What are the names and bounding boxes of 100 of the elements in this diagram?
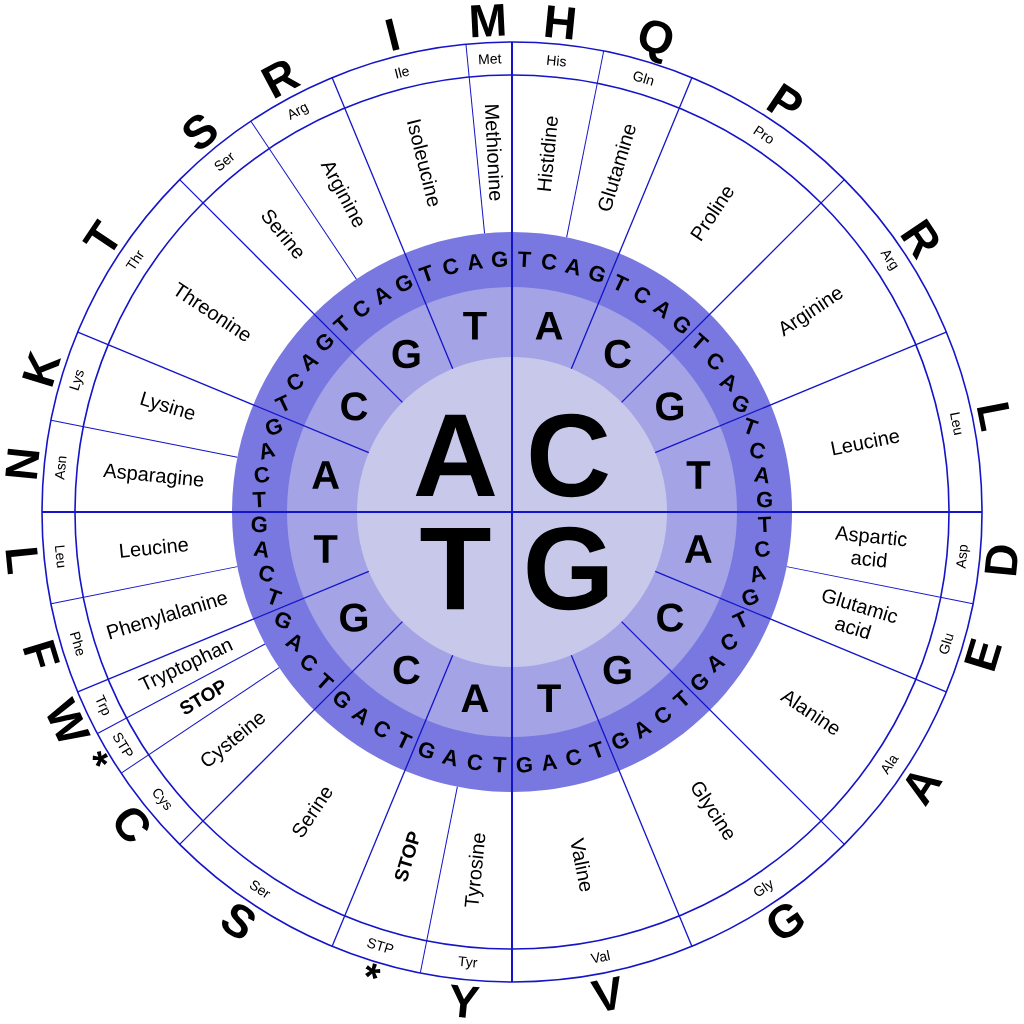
third-base-letter: C	[721, 633, 738, 650]
one-letter-code: K	[22, 350, 62, 387]
third-base-letter: G	[251, 516, 267, 533]
amino-acid-abbreviation: Lys	[69, 370, 84, 391]
one-letter-code: L	[976, 402, 1010, 432]
second-base-letter: C	[341, 392, 368, 421]
third-base-letter: C	[467, 754, 483, 771]
amino-acid-abbreviation: Glu	[939, 633, 954, 654]
second-base-letter: G	[392, 339, 420, 369]
third-base-letter: G	[673, 316, 691, 334]
amino-acid-abbreviation: Met	[479, 54, 502, 65]
third-base-letter: A	[302, 354, 320, 372]
amino-acid-abbreviation: Phe	[69, 631, 84, 656]
third-base-letter: G	[589, 265, 605, 282]
one-letter-code: S	[222, 904, 255, 939]
first-base-letter: A	[415, 414, 495, 496]
second-base-letter: A	[312, 461, 340, 489]
one-letter-code: Y	[450, 984, 480, 1018]
amino-acid-abbreviation: Ser	[214, 152, 234, 171]
third-base-letter: G	[491, 251, 508, 268]
second-base-letter: A	[535, 311, 563, 340]
one-letter-code: N	[5, 448, 40, 479]
amino-acid-abbreviation: Gln	[633, 71, 654, 86]
amino-acid-abbreviation: Ala	[881, 755, 899, 776]
second-base-letter: G	[603, 655, 631, 685]
second-base-letter: T	[463, 311, 487, 340]
third-base-letter: T	[693, 332, 710, 349]
one-letter-code: W	[47, 696, 91, 742]
third-base-letter: C	[755, 541, 771, 557]
third-base-letter: T	[588, 740, 602, 758]
third-base-letter: G	[418, 742, 435, 759]
one-letter-code: M	[471, 3, 505, 38]
third-base-letter: A	[752, 565, 767, 583]
third-base-letter: T	[493, 756, 507, 773]
one-letter-code: R	[900, 218, 939, 261]
third-base-letter: A	[350, 708, 368, 726]
amino-acid-name: Aspartic acid	[834, 526, 907, 568]
amino-acid-name: Tyrosine	[464, 833, 486, 907]
one-letter-code: *	[92, 751, 109, 767]
third-base-letter: T	[731, 610, 746, 628]
third-base-letter: A	[261, 442, 276, 460]
third-base-letter: C	[655, 706, 671, 723]
second-base-letter: C	[393, 655, 420, 685]
third-base-letter: T	[252, 491, 266, 508]
third-base-letter: G	[395, 275, 413, 292]
third-base-letter: T	[745, 417, 759, 435]
one-letter-code: D	[984, 545, 1018, 576]
one-letter-code: I	[385, 18, 400, 51]
second-base-letter: G	[340, 603, 368, 632]
third-base-letter: C	[254, 466, 270, 483]
third-base-letter: C	[374, 721, 391, 738]
first-base-letter: G	[527, 526, 608, 611]
one-letter-code: S	[183, 114, 217, 149]
third-base-letter: G	[757, 491, 772, 508]
third-base-letter: G	[316, 333, 334, 351]
third-base-letter: A	[652, 301, 669, 320]
amino-acid-abbreviation: Asp	[956, 544, 971, 569]
amino-acid-name: Methionine	[484, 104, 503, 201]
third-base-letter: T	[332, 314, 349, 332]
third-base-letter: C	[707, 353, 724, 370]
third-base-letter: C	[259, 565, 275, 582]
amino-acid-name: Leucine	[119, 538, 188, 558]
one-letter-code: R	[260, 60, 302, 99]
third-base-letter: A	[253, 541, 268, 558]
third-base-letter: C	[750, 442, 766, 459]
amino-acid-abbreviation: Ser	[249, 880, 271, 898]
third-base-letter: T	[418, 264, 432, 282]
one-letter-code: G	[768, 904, 804, 938]
third-base-letter: C	[566, 749, 582, 766]
third-base-letter: C	[353, 300, 370, 317]
third-base-letter: A	[542, 754, 558, 771]
amino-acid-abbreviation: Gly	[754, 880, 773, 896]
amino-acid-abbreviation: Cys	[153, 788, 171, 810]
third-base-letter: A	[376, 287, 393, 306]
amino-acid-abbreviation: His	[547, 55, 566, 67]
second-base-letter: C	[657, 603, 684, 632]
one-letter-code: A	[905, 773, 943, 807]
third-base-letter: T	[615, 273, 630, 291]
third-base-letter: G	[742, 589, 759, 606]
third-base-letter: C	[634, 287, 651, 304]
amino-acid-name: Asparagine	[102, 463, 204, 488]
amino-acid-abbreviation: Tyr	[458, 956, 478, 970]
one-letter-code: L	[5, 547, 38, 575]
amino-acid-name: Valine	[571, 837, 591, 892]
third-base-letter: G	[334, 691, 351, 709]
third-base-letter: A	[468, 253, 484, 271]
one-letter-code: Q	[639, 20, 673, 64]
amino-acid-name: Histidine	[537, 116, 558, 191]
third-base-letter: C	[443, 258, 459, 275]
amino-acid-name: STOP	[395, 831, 419, 882]
third-base-letter: G	[265, 418, 283, 435]
third-base-letter: T	[518, 251, 532, 267]
second-base-letter: T	[313, 535, 338, 563]
third-base-letter: A	[718, 374, 735, 393]
one-letter-code: E	[964, 638, 1002, 672]
second-base-letter: C	[604, 339, 631, 369]
third-base-letter: T	[672, 689, 689, 707]
one-letter-code: C	[115, 808, 149, 842]
third-base-letter: T	[399, 731, 413, 749]
third-base-letter: G	[516, 756, 532, 773]
